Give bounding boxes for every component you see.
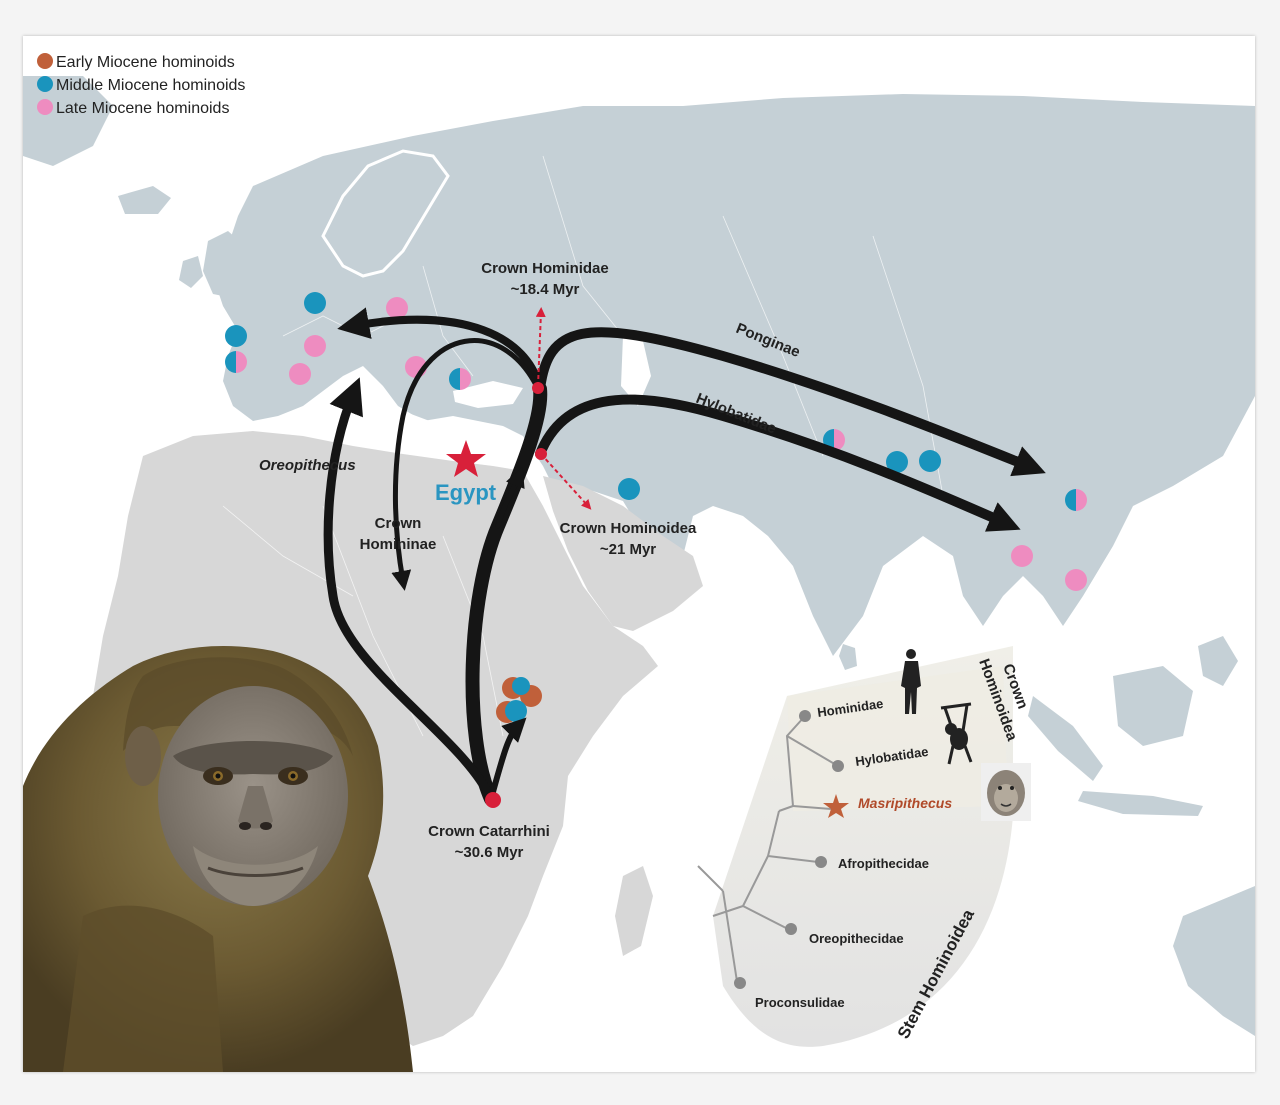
node-crown-hominidae [532, 382, 544, 394]
site-marker-middle [225, 325, 247, 347]
ape-face-icon [981, 763, 1031, 821]
site-marker-middle-late [225, 351, 247, 373]
legend-item-early: Early Miocene hominoids [56, 54, 235, 71]
legend-item-late: Late Miocene hominoids [56, 100, 229, 117]
legend: Early Miocene hominoids Middle Miocene h… [37, 53, 245, 117]
label-oreopithecus: Oreopithecus [259, 457, 356, 474]
label-crown-hominoidea: Crown Hominoidea [560, 520, 697, 537]
legend-swatch-late [37, 99, 53, 115]
label-crown-homininae-2: Homininae [360, 536, 437, 553]
gibbon-silhouette-icon [940, 702, 973, 765]
tree-label-proconsulidae: Proconsulidae [755, 995, 845, 1010]
node-crown-hominoidea [535, 448, 547, 460]
phylogeny-panel: Hominidae Hylobatidae Masripithecus Afro… [697, 646, 1031, 1047]
arrow-oreopithecus [323, 377, 496, 804]
site-marker-late [386, 297, 408, 319]
site-marker-middle [618, 478, 640, 500]
tree-label-afropithecidae: Afropithecidae [838, 856, 929, 871]
ape-portrait-illustration [23, 646, 413, 1072]
human-silhouette-icon [901, 649, 921, 714]
site-marker-middle-late [1065, 489, 1087, 511]
arrow-catarrhini-trunk [465, 382, 548, 806]
star-icon [446, 440, 486, 477]
label-crown-hominidae-age: ~18.4 Myr [511, 281, 580, 298]
site-marker-middle-late [449, 368, 471, 390]
label-crown-catarrhini-age: ~30.6 Myr [455, 844, 524, 861]
node-crown-catarrhini [485, 792, 501, 808]
legend-swatch-middle [37, 76, 53, 92]
label-crown-catarrhini: Crown Catarrhini [428, 823, 550, 840]
masripithecus-star-icon [823, 794, 849, 818]
legend-swatch-early [37, 53, 53, 69]
site-marker-middle [919, 450, 941, 472]
label-crown-hominoidea-age: ~21 Myr [600, 541, 656, 558]
site-cluster-east-africa [496, 677, 542, 723]
site-markers [225, 292, 1087, 935]
arrow-europe [337, 307, 544, 393]
node-dotted-arrows [535, 307, 592, 510]
miocene-hominoid-map: Early Miocene hominoids Middle Miocene h… [23, 53, 1255, 1072]
arrow-east-africa [488, 717, 527, 802]
site-marker-late [1065, 569, 1087, 591]
figure-frame: Early Miocene hominoids Middle Miocene h… [23, 36, 1255, 1072]
label-crown-hominidae: Crown Hominidae [481, 260, 609, 277]
site-marker-late [1011, 545, 1033, 567]
arrow-hylobatidae [535, 394, 1021, 532]
arrow-homininae [391, 338, 541, 591]
site-marker-late [304, 335, 326, 357]
site-marker-middle [304, 292, 326, 314]
label-egypt: Egypt [435, 480, 497, 505]
tree-label-masripithecus: Masripithecus [858, 795, 952, 811]
arrow-egypt [495, 466, 525, 529]
dispersal-arrows [323, 307, 1046, 806]
label-crown-homininae: Crown [375, 515, 422, 532]
site-marker-late [289, 363, 311, 385]
arrow-ponginae [535, 327, 1046, 477]
legend-item-middle: Middle Miocene hominoids [56, 77, 245, 94]
tree-label-oreopithecidae: Oreopithecidae [809, 931, 904, 946]
site-marker-middle [886, 451, 908, 473]
